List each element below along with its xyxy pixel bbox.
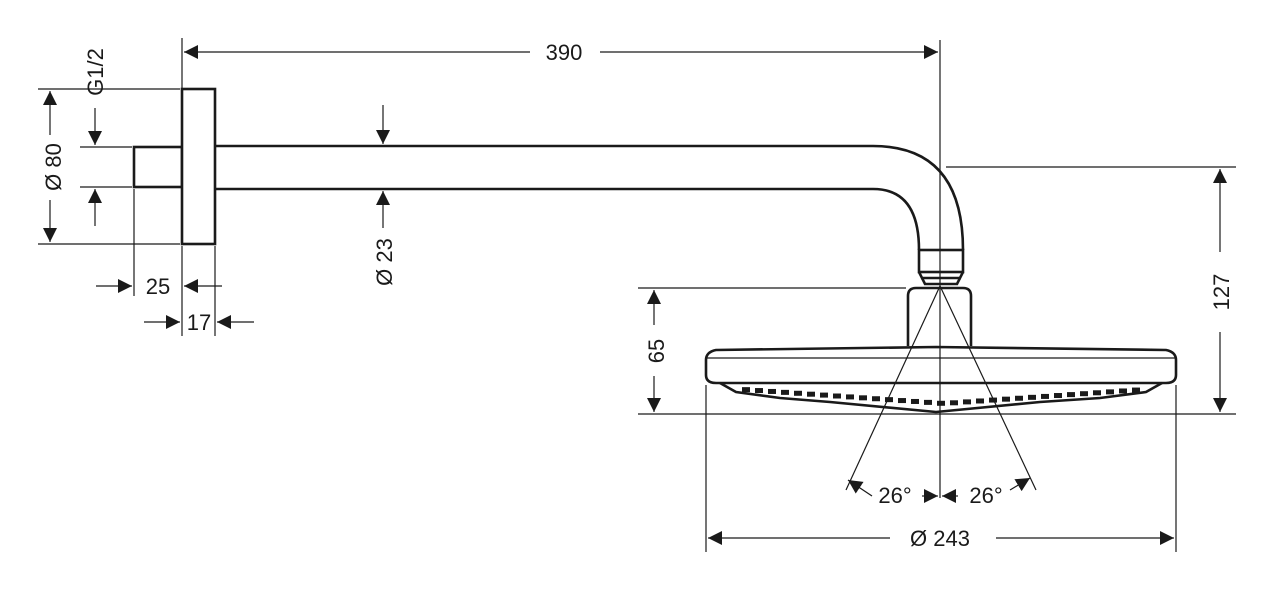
spray-nozzle	[768, 388, 776, 394]
spray-nozzle	[833, 393, 841, 399]
spray-nozzle	[859, 395, 867, 401]
spray-nozzle	[1002, 396, 1010, 402]
spray-nozzle	[1080, 391, 1088, 397]
spray-nozzle	[950, 400, 958, 406]
dim-spray-angle-left: 26°	[878, 483, 911, 508]
dim-spray-angle-right: 26°	[969, 483, 1002, 508]
spray-nozzle	[872, 396, 880, 402]
wall-flange	[180, 87, 217, 246]
spray-nozzle	[1028, 394, 1036, 400]
spray-nozzle	[963, 399, 971, 405]
dimension-lines	[43, 45, 1227, 545]
spray-nozzle	[742, 387, 750, 393]
dim-flange-diameter: Ø 80	[41, 143, 66, 191]
dim-head-diameter: Ø 243	[910, 526, 970, 551]
spray-nozzle	[1041, 393, 1049, 399]
dim-wall-depth: 25	[146, 274, 170, 299]
dim-total-drop: 127	[1209, 274, 1234, 311]
spray-nozzle	[1132, 387, 1140, 393]
spray-nozzle	[911, 398, 919, 404]
spray-angle-lines	[845, 40, 1037, 498]
spray-nozzle	[1067, 392, 1075, 398]
shower-arm	[215, 144, 965, 286]
spray-nozzle	[976, 398, 984, 404]
spray-nozzle	[755, 388, 763, 394]
wall-connector	[132, 145, 184, 189]
spray-nozzle	[1119, 388, 1127, 394]
spray-nozzle	[1054, 393, 1062, 399]
spray-nozzle	[989, 397, 997, 403]
spray-nozzle	[846, 394, 854, 400]
spray-nozzle	[885, 397, 893, 403]
spray-nozzle	[794, 390, 802, 396]
dim-pipe-diameter: Ø 23	[372, 238, 397, 286]
spray-nozzle	[1015, 395, 1023, 401]
spray-nozzle	[1106, 389, 1114, 395]
dim-head-height: 65	[644, 339, 669, 363]
spray-nozzle	[937, 400, 945, 406]
dim-flange-thickness: 17	[187, 310, 211, 335]
spray-nozzles	[742, 387, 1140, 406]
spray-nozzle	[807, 391, 815, 397]
shower-head	[704, 286, 1178, 414]
spray-nozzle	[820, 392, 828, 398]
spray-nozzle	[924, 399, 932, 405]
spray-nozzle	[898, 398, 906, 404]
dim-arm-length: 390	[546, 40, 583, 65]
spray-nozzle	[781, 389, 789, 395]
dim-thread: G1/2	[83, 48, 108, 96]
extension-lines	[38, 38, 1236, 552]
spray-nozzle	[1093, 390, 1101, 396]
